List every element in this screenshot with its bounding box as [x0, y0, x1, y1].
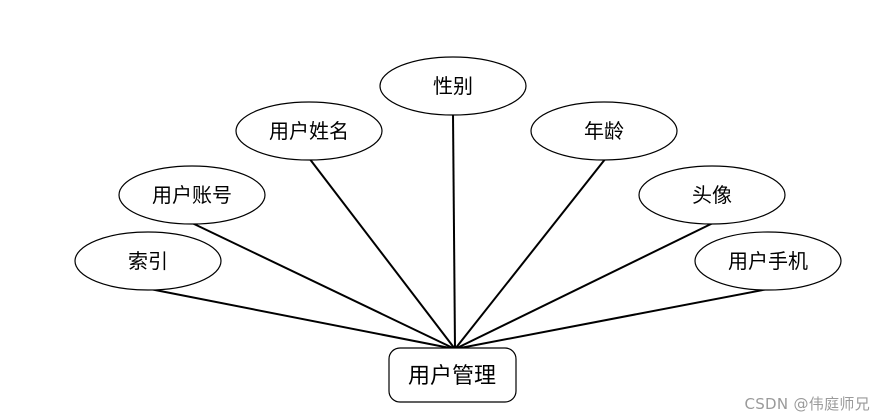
connector-lines [149, 113, 769, 350]
attribute-ellipse [379, 56, 527, 116]
attribute-label: 性别 [433, 74, 473, 98]
connector-gender [452, 113, 456, 350]
attribute-label: 用户姓名 [269, 119, 349, 143]
connector-account [191, 222, 456, 350]
entity-box [388, 347, 517, 403]
entity-label: 用户管理 [408, 364, 496, 389]
attribute-label: 索引 [128, 249, 168, 273]
entity-user-management: 用户管理 [388, 347, 517, 403]
attribute-index: 索引 [74, 231, 222, 291]
attribute-label: 头像 [692, 183, 732, 207]
attribute-label: 用户账号 [152, 183, 232, 207]
connector-name [308, 157, 456, 350]
attribute-account: 用户账号 [118, 165, 266, 225]
connector-phone [454, 288, 769, 350]
attribute-label: 年龄 [584, 119, 624, 143]
attribute-ellipse [235, 101, 383, 161]
attribute-ellipse [74, 231, 222, 291]
connector-age [454, 157, 607, 350]
attribute-gender: 性别 [379, 56, 527, 116]
attribute-ellipse [118, 165, 266, 225]
attribute-ellipse [694, 231, 842, 291]
attribute-ellipse [530, 101, 678, 161]
connector-avatar [454, 222, 714, 350]
attribute-ellipse [638, 165, 786, 225]
connector-index [149, 288, 456, 350]
csdn-watermark: CSDN @伟庭师兄 [744, 395, 870, 413]
attribute-label: 用户手机 [728, 249, 808, 273]
attribute-name: 用户姓名 [235, 101, 383, 161]
attribute-age: 年龄 [530, 101, 678, 161]
attribute-phone: 用户手机 [694, 231, 842, 291]
attribute-avatar: 头像 [638, 165, 786, 225]
